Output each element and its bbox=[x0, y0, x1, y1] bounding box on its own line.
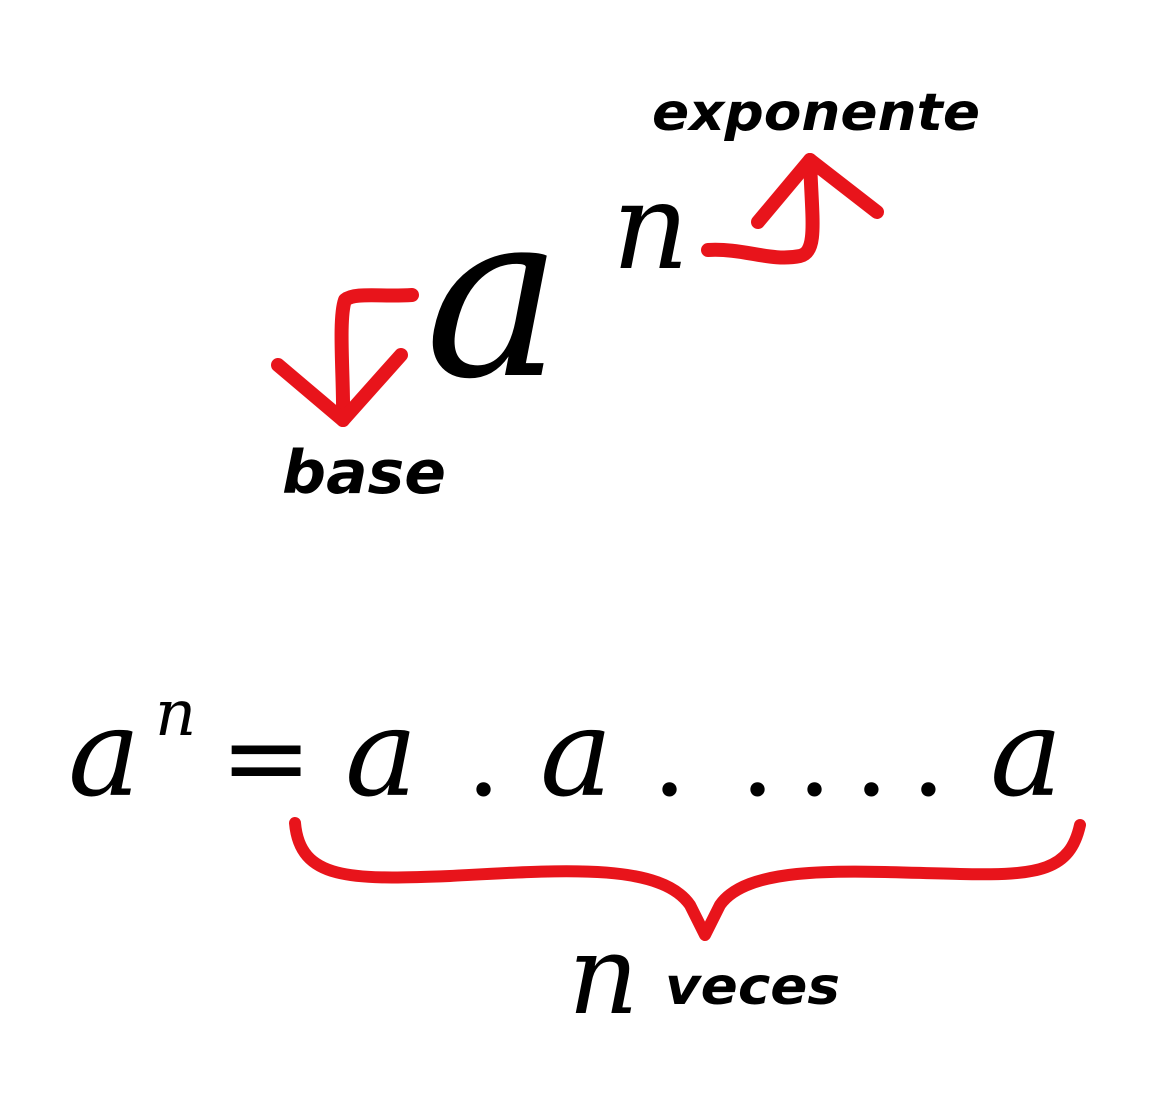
multiplication-dot-2: . bbox=[652, 693, 687, 821]
ellipsis: .... bbox=[740, 693, 968, 821]
exponent-label: exponente bbox=[652, 83, 980, 143]
base-symbol: a bbox=[425, 163, 562, 430]
count-label: veces bbox=[665, 957, 840, 1017]
multiplication-dot-1: . bbox=[466, 693, 501, 821]
power-expression: a n bbox=[425, 158, 689, 430]
base-label: base bbox=[282, 438, 446, 508]
base-arrow-icon bbox=[271, 288, 419, 427]
factor-last: a bbox=[990, 682, 1063, 824]
equation-lhs-exponent: n bbox=[155, 677, 196, 751]
equation-lhs-base: a bbox=[68, 682, 141, 824]
equals-sign: = bbox=[220, 693, 312, 821]
exponent-symbol: n bbox=[612, 158, 689, 297]
underbrace-icon bbox=[289, 817, 1086, 941]
expansion-equation: a n = a . a . .... a bbox=[68, 677, 1063, 824]
factor-1: a bbox=[345, 682, 418, 824]
count-symbol: n bbox=[568, 911, 639, 1039]
factor-2: a bbox=[540, 682, 613, 824]
exponent-arrow-icon bbox=[701, 153, 884, 265]
